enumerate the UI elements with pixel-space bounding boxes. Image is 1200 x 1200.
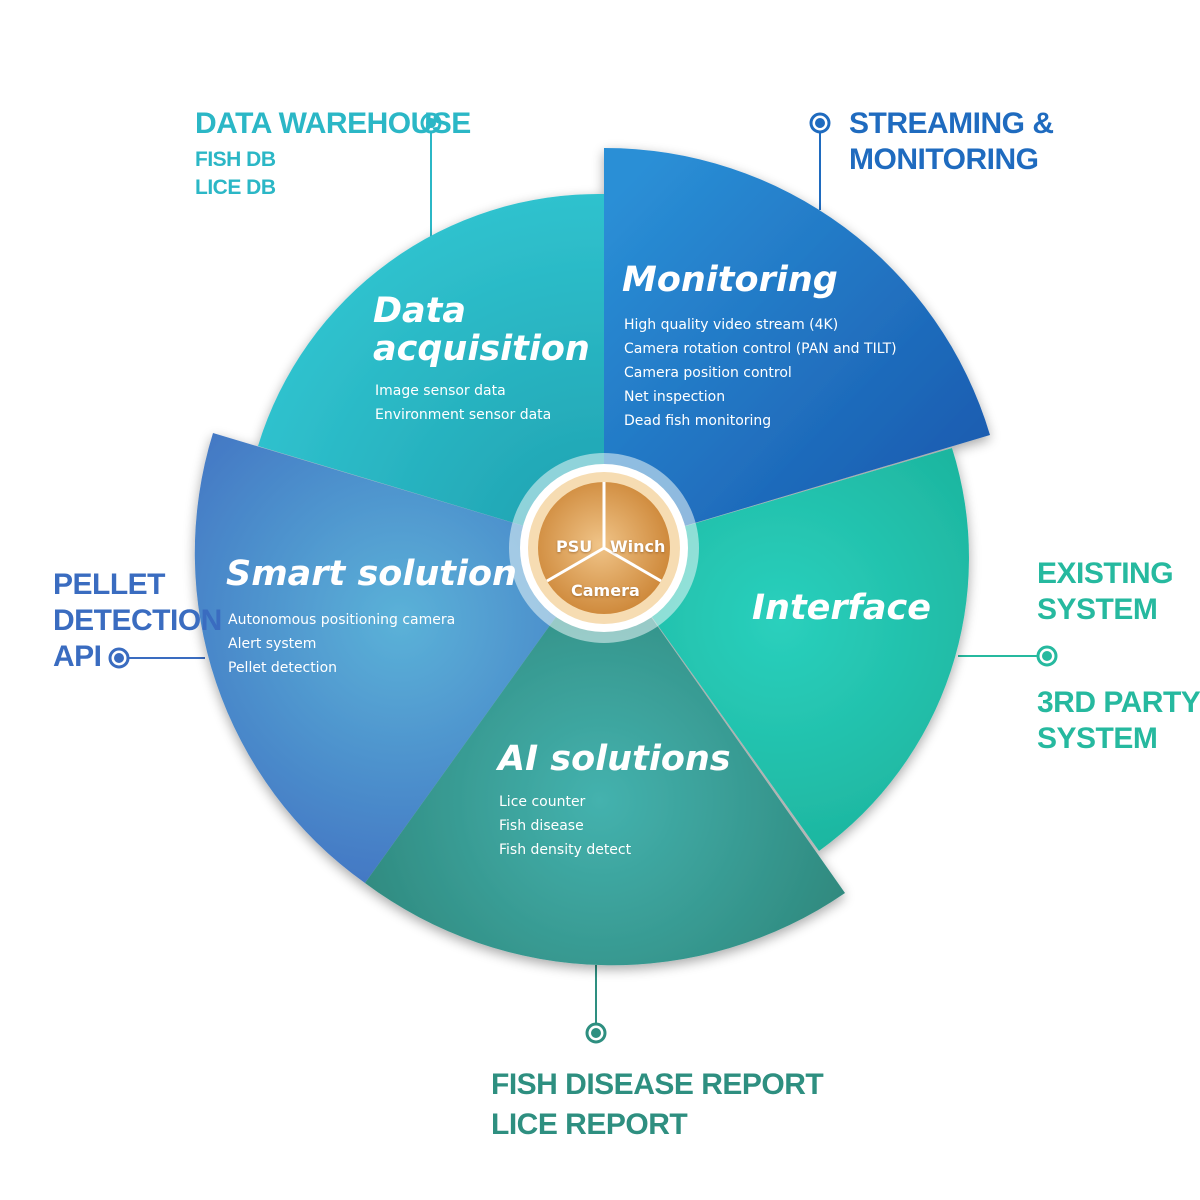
list-item: Alert system bbox=[228, 636, 317, 652]
callout-streaming-line: STREAMING & bbox=[849, 107, 1054, 140]
hub-label-camera: Camera bbox=[571, 581, 640, 600]
callout-dots bbox=[108, 112, 1058, 1044]
list-item: Fish disease bbox=[499, 818, 584, 834]
callout-existing-system: EXISTING SYSTEM bbox=[1037, 556, 1174, 628]
list-item: Camera position control bbox=[624, 365, 792, 381]
segment-data-acquisition bbox=[258, 193, 604, 551]
segment-title-monitoring: Monitoring bbox=[622, 260, 838, 300]
segment-title-interface: Interface bbox=[752, 588, 931, 628]
dot-pellet-inner bbox=[114, 653, 124, 663]
list-item: High quality video stream (4K) bbox=[624, 317, 839, 333]
callout-reports-line: LICE REPORT bbox=[491, 1108, 688, 1141]
segment-smart-solution bbox=[194, 433, 604, 883]
segment-title-smart-solution: Smart solution bbox=[226, 554, 517, 594]
segment-items-monitoring: High quality video stream (4K) Camera ro… bbox=[624, 313, 897, 433]
list-item: Lice counter bbox=[499, 794, 586, 810]
callout-data-warehouse-line: FISH DB bbox=[195, 148, 276, 171]
segment-items-smart-solution: Autonomous positioning camera Alert syst… bbox=[228, 608, 455, 680]
list-item: Dead fish monitoring bbox=[624, 413, 772, 429]
list-item: Net inspection bbox=[624, 389, 726, 405]
list-item: Image sensor data bbox=[375, 383, 506, 399]
list-item: Fish density detect bbox=[499, 842, 632, 858]
hub-label-winch: Winch bbox=[610, 537, 666, 556]
hub-dividers bbox=[546, 482, 662, 583]
list-item: Autonomous positioning camera bbox=[228, 612, 456, 628]
callout-streaming-monitoring: STREAMING & MONITORING bbox=[849, 106, 1054, 178]
callout-pellet-line: DETECTION bbox=[53, 604, 222, 637]
segment-items-data-acquisition: Image sensor data Environment sensor dat… bbox=[375, 379, 551, 427]
center-hub bbox=[509, 453, 699, 643]
dot-data-warehouse-inner bbox=[426, 118, 436, 128]
list-item: Pellet detection bbox=[228, 660, 338, 676]
hub-divider bbox=[546, 546, 605, 583]
callout-pellet-line: API bbox=[53, 640, 102, 673]
callout-data-warehouse-title: DATA WAREHOUSE bbox=[195, 107, 471, 140]
pie-segments bbox=[194, 147, 990, 966]
dot-existing-inner bbox=[1042, 651, 1052, 661]
list-item: Camera rotation control (PAN and TILT) bbox=[624, 341, 897, 357]
segment-title-ai-solutions: AI solutions bbox=[498, 739, 731, 779]
hub-divider bbox=[603, 546, 662, 583]
list-item: Environment sensor data bbox=[375, 407, 552, 423]
dot-streaming-inner bbox=[815, 118, 825, 128]
callout-reports-line: FISH DISEASE REPORT bbox=[491, 1068, 824, 1101]
dot-reports-inner bbox=[591, 1028, 601, 1038]
callout-data-warehouse-line: LICE DB bbox=[195, 176, 276, 199]
callout-third-party-line: 3RD PARTY bbox=[1037, 686, 1200, 719]
hub-label-psu: PSU bbox=[556, 537, 593, 556]
connector-lines bbox=[127, 131, 1040, 1025]
segment-monitoring bbox=[604, 147, 990, 550]
callout-reports: FISH DISEASE REPORT LICE REPORT bbox=[491, 1065, 824, 1145]
callout-pellet-detection-api: PELLET DETECTION API bbox=[53, 567, 222, 675]
callout-data-warehouse: DATA WAREHOUSE FISH DB LICE DB bbox=[195, 106, 471, 202]
callout-existing-line: SYSTEM bbox=[1037, 593, 1158, 626]
callout-third-party-system: 3RD PARTY SYSTEM bbox=[1037, 685, 1200, 757]
callout-existing-line: EXISTING bbox=[1037, 557, 1174, 590]
callout-streaming-line: MONITORING bbox=[849, 143, 1039, 176]
callout-pellet-line: PELLET bbox=[53, 568, 166, 601]
segment-items-ai-solutions: Lice counter Fish disease Fish density d… bbox=[499, 790, 631, 862]
segment-ai-solutions bbox=[365, 550, 845, 966]
segment-title-data-acquisition: Data acquisition bbox=[373, 291, 590, 369]
callout-third-party-line: SYSTEM bbox=[1037, 722, 1158, 755]
